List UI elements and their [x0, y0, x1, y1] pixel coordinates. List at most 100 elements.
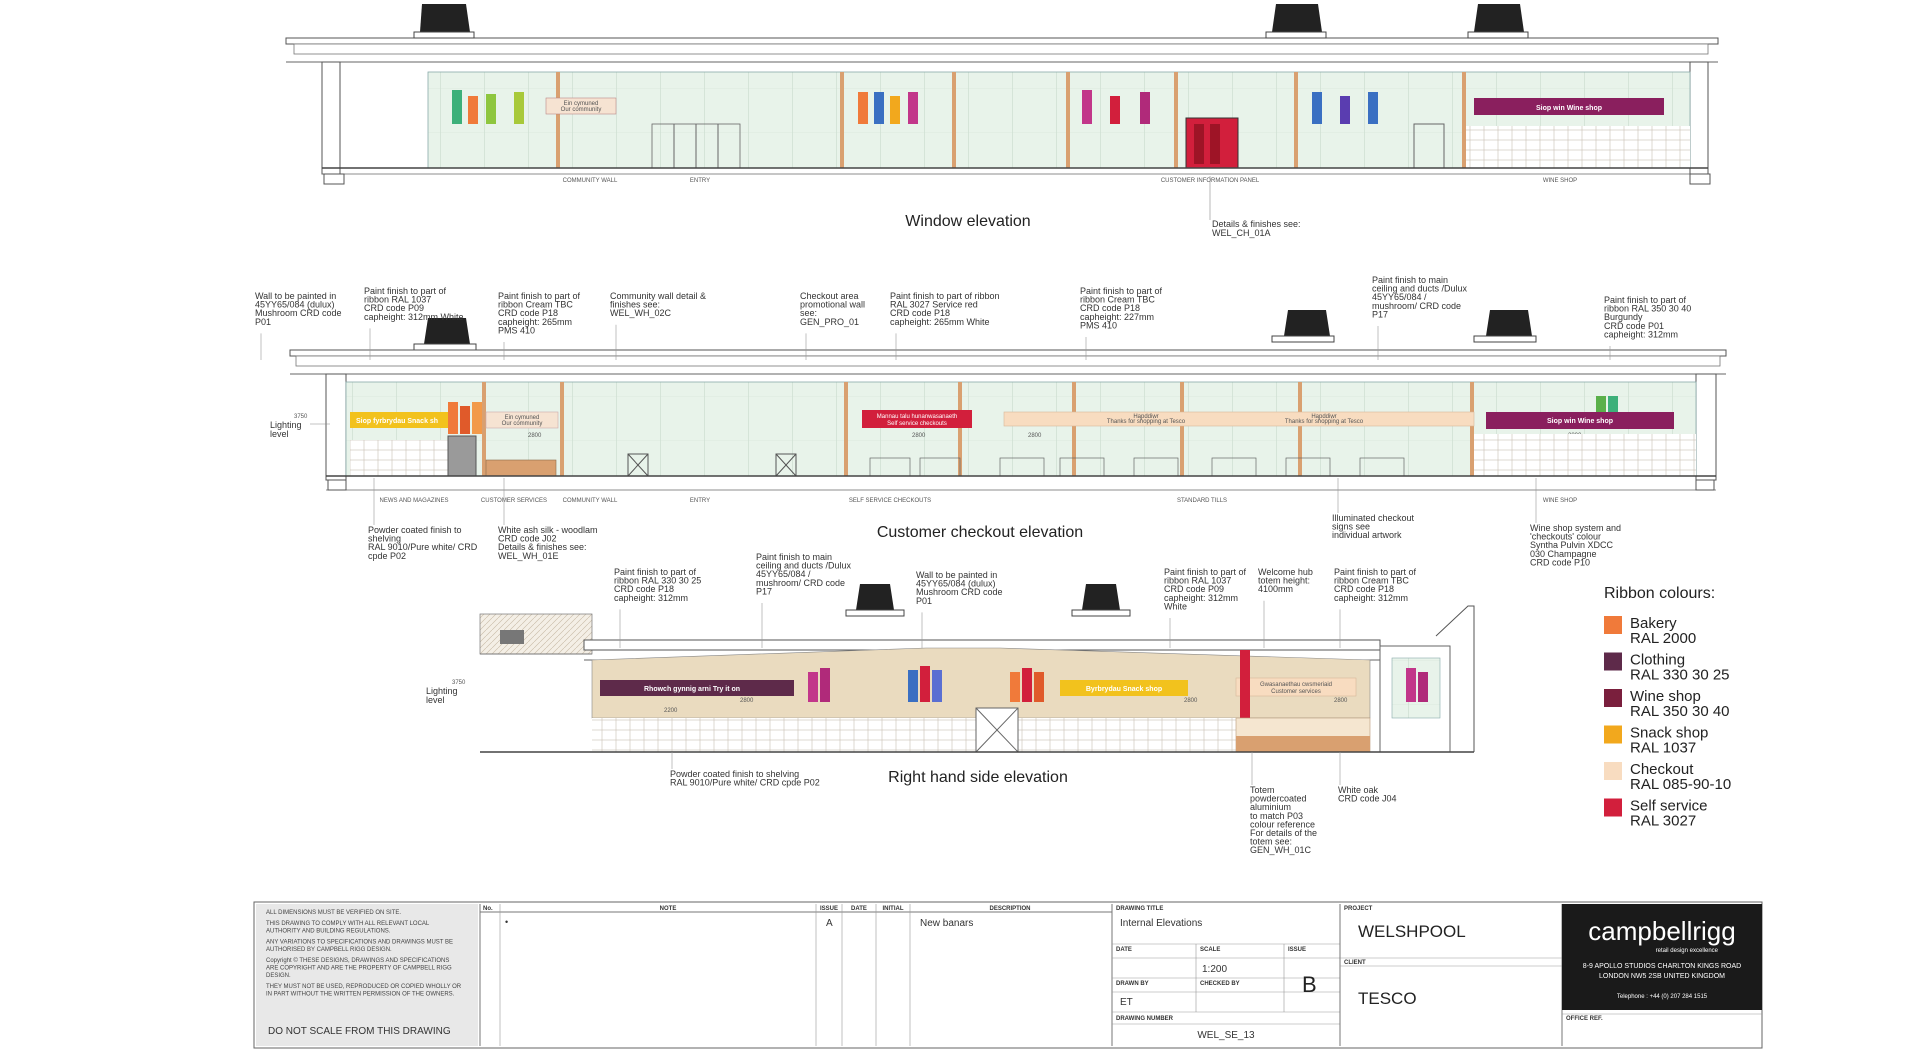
- checkout-note-bottom-2-line: WEL_WH_01E: [498, 551, 559, 561]
- checkout-note-bottom-2-line: White ash silk - woodlam: [498, 525, 598, 535]
- checkout-banner-welsh-2: Hapddiwr: [1311, 414, 1336, 420]
- title-block-note: AUTHORISED BY CAMPBELL RIGG DESIGN.: [266, 947, 392, 953]
- customer-services-banner-welsh: Gwasanaethau cwsmeriaid: [1260, 682, 1332, 688]
- legend-item-code: RAL 3027: [1630, 813, 1696, 830]
- drawing-title: Internal Elevations: [1120, 918, 1202, 929]
- checkout-note-bottom-4-line: CRD code P10: [1530, 557, 1590, 567]
- label-entry: ENTRY: [690, 498, 710, 504]
- client-label: CLIENT: [1344, 960, 1366, 966]
- checkout-note-top-9-line: CRD code P01: [1604, 321, 1664, 331]
- scale-value: 1:200: [1202, 964, 1227, 975]
- right-note-bottom-1-line: RAL 9010/Pure white/ CRD cpde P02: [670, 778, 820, 788]
- checkout-note-top-3-line: ribbon Cream TBC: [498, 300, 573, 310]
- label-wine-shop: WINE SHOP: [1543, 498, 1577, 504]
- right-note-top-6-line: Paint finish to part of: [1334, 567, 1417, 577]
- checked-by-label: CHECKED BY: [1200, 981, 1240, 987]
- right-note-bottom-2-line: aluminium: [1250, 802, 1291, 812]
- ribbon-group: [858, 92, 918, 124]
- legend-item-name: Bakery: [1630, 615, 1677, 632]
- window-note-1: Details & finishes see:: [1212, 219, 1301, 229]
- checkout-note-bottom-4: Wine shop system and'checkouts' colourSy…: [1530, 478, 1621, 567]
- checkout-note-top-3-line: capheight: 265mm: [498, 317, 572, 327]
- ribbon-group: [1082, 90, 1150, 124]
- checkout-note-top-8-line: mushroom/ CRD code: [1372, 301, 1461, 311]
- checkout-note-top-1-line: P01: [255, 317, 271, 327]
- lighting-level-label-2: level: [270, 429, 289, 439]
- checkout-note-top-1-line: 45YY65/084 (dulux): [255, 300, 335, 310]
- label-self-service-checkouts: SELF SERVICE CHECKOUTS: [849, 498, 931, 504]
- project-name: WELSHPOOL: [1358, 922, 1466, 941]
- right-note-top-2-line: P17: [756, 586, 772, 596]
- right-note-top-6-line: CRD code P18: [1334, 584, 1394, 594]
- office-ref-label: OFFICE REF.: [1566, 1016, 1603, 1022]
- right-note-bottom-2-line: totem see:: [1250, 837, 1292, 847]
- title-block-note: ARE COPYRIGHT AND ARE THE PROPERTY OF CA…: [266, 966, 452, 972]
- right-note-top-6-line: capheight: 312mm: [1334, 593, 1408, 603]
- lighting-level-label: Lighting: [270, 420, 302, 430]
- checkout-note-bottom-1-line: Powder coated finish to: [368, 525, 462, 535]
- ribbon-group: [1312, 92, 1378, 124]
- label-customer-services: CUSTOMER SERVICES: [481, 498, 547, 504]
- legend-swatch: [1604, 725, 1622, 744]
- header-initial: INITIAL: [883, 906, 904, 912]
- checkout-note-top-5-line: see:: [800, 308, 817, 318]
- drawn-by-value: ET: [1120, 997, 1133, 1008]
- dim-2800: 2800: [1028, 433, 1042, 439]
- checkout-note-top-3-line: CRD code P18: [498, 308, 558, 318]
- legend-swatch: [1604, 616, 1622, 634]
- checkout-note-top-5-line: Checkout area: [800, 291, 859, 301]
- right-note-top-5-line: Welcome hub: [1258, 567, 1313, 577]
- right-note-top-3-line: Wall to be painted in: [916, 570, 997, 580]
- right-note-top-2-line: Paint finish to main: [756, 552, 832, 562]
- snack-shop-banner: Byrbrydau Snack shop: [1086, 686, 1162, 693]
- checkout-note-top-9-line: Burgundy: [1604, 312, 1643, 322]
- checkout-note-top-7-line: ribbon Cream TBC: [1080, 295, 1155, 305]
- checkout-note-top-6-line: Paint finish to part of ribbon: [890, 291, 1000, 301]
- right-note-bottom-2-line: For details of the: [1250, 828, 1317, 838]
- checkout-note-top-1-line: Wall to be painted in: [255, 291, 336, 301]
- right-note-top-1-line: CRD code P18: [614, 584, 674, 594]
- checkout-note-top-9-line: ribbon RAL 350 30 40: [1604, 304, 1691, 314]
- title-block-note: DESIGN.: [266, 973, 291, 979]
- right-note-bottom-1-line: Powder coated finish to shelving: [670, 769, 799, 779]
- checkout-note-top-9-line: Paint finish to part of: [1604, 295, 1687, 305]
- revision-row-description: New banars: [920, 918, 973, 929]
- scale-label: SCALE: [1200, 947, 1220, 953]
- drawn-by-label: DRAWN BY: [1116, 981, 1149, 987]
- checkout-note-top-7-line: capheight: 227mm: [1080, 312, 1154, 322]
- checkout-note-top-6-line: CRD code P18: [890, 308, 950, 318]
- do-not-scale-note: DO NOT SCALE FROM THIS DRAWING: [268, 1026, 451, 1037]
- client-name: TESCO: [1358, 989, 1417, 1008]
- community-banner-welsh: Ein cymuned: [564, 101, 599, 107]
- legend-swatch: [1604, 798, 1622, 817]
- roof-vent: [413, 4, 475, 39]
- dim-2800: 2800: [912, 433, 926, 439]
- right-note-top-1-line: capheight: 312mm: [614, 593, 688, 603]
- revision-row-no: •: [505, 917, 508, 927]
- right-note-bottom-2-line: colour reference: [1250, 819, 1315, 829]
- right-note-top-4-line: Paint finish to part of: [1164, 567, 1247, 577]
- right-note-top-3-line: P01: [916, 596, 932, 606]
- checkout-note-bottom-1-line: RAL 9010/Pure white/ CRD: [368, 542, 478, 552]
- checkout-note-top-6-line: RAL 3027 Service red: [890, 300, 978, 310]
- label-news-and-magazines: NEWS AND MAGAZINES: [379, 498, 448, 504]
- drawing-number: WEL_SE_13: [1197, 1030, 1255, 1041]
- right-note-top-5-line: totem height:: [1258, 576, 1310, 586]
- checkout-note-top-2-line: Paint finish to part of: [364, 286, 447, 296]
- checkout-note-top-8-line: P17: [1372, 309, 1388, 319]
- community-banner-welsh: Ein cymuned: [505, 415, 540, 421]
- title-block-note: IN PART WITHOUT THE WRITTEN PERMISSION O…: [266, 992, 455, 998]
- roof-vent: [1265, 4, 1327, 39]
